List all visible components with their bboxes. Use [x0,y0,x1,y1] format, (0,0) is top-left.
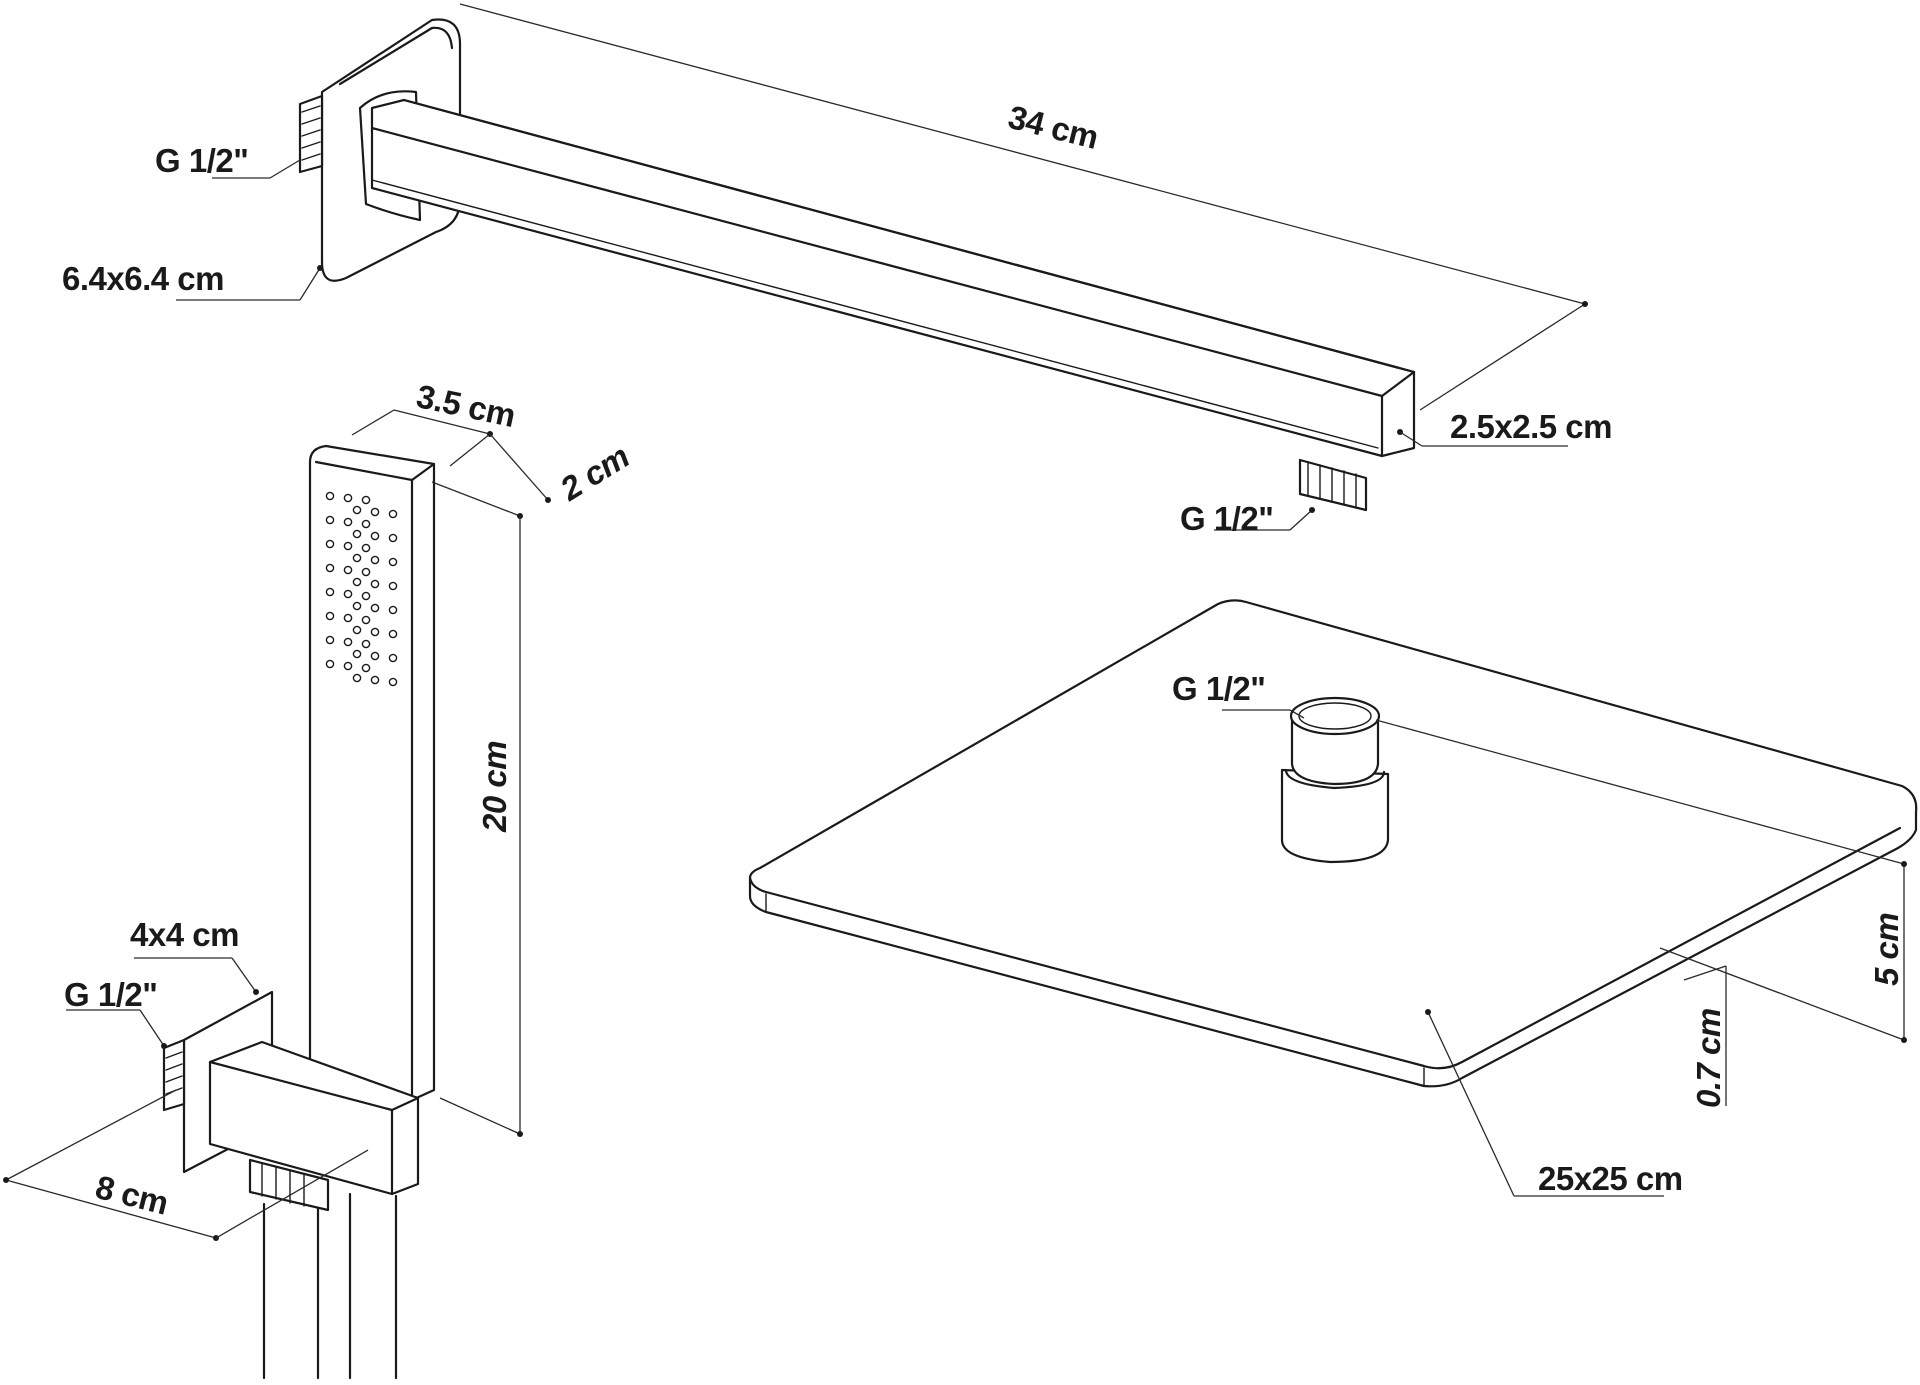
arm-dimensions [176,3,1588,531]
nozzle-dot [352,577,362,587]
nozzle-dot [361,639,371,649]
nozzle-dot [352,649,362,659]
nozzle-dot [388,509,398,519]
label-bracket-thread: G 1/2" [64,976,157,1013]
nozzle-dot [325,563,335,573]
label-wall-flange: 6.4x6.4 cm [62,260,224,297]
nozzle-dot [352,673,362,683]
bracket-body [208,1040,420,1196]
hose-left [262,1202,320,1380]
spray-nozzles [325,491,398,687]
nozzle-dot [352,529,362,539]
head-dimensions [1222,709,1907,1197]
nozzle-dot [325,659,335,669]
hand-shower [308,444,436,1102]
nozzle-dot [388,533,398,543]
nozzle-dot [343,661,353,671]
label-hand-width: 3.5 cm [413,377,518,434]
nozzle-dot [343,565,353,575]
nozzle-dot [370,651,380,661]
head-connector-thread [1290,716,1380,786]
head-connector-base [1280,768,1390,864]
nozzle-dot [325,587,335,597]
nozzle-dot [388,629,398,639]
label-arm-outlet-thread: G 1/2" [1180,500,1273,537]
nozzle-dot [370,675,380,685]
nozzle-dot [343,541,353,551]
nozzle-dot [361,663,371,673]
nozzle-dot [361,567,371,577]
nozzle-dot [343,517,353,527]
hose-right [348,1192,398,1380]
label-head-size: 25x25 cm [1538,1160,1683,1197]
nozzle-dot [370,579,380,589]
nozzle-dot [370,627,380,637]
nozzle-dot [325,491,335,501]
label-arm-section: 2.5x2.5 cm [1450,408,1612,445]
nozzle-dot [325,539,335,549]
arm-collar [358,90,422,222]
nozzle-dot [370,603,380,613]
wall-bracket [162,990,420,1380]
flange-edge [338,26,454,86]
arm-inlet-thread [298,94,324,174]
nozzle-dot [361,519,371,529]
arm-tube [370,98,1416,458]
label-arm-inlet-thread: G 1/2" [155,142,248,179]
nozzle-dot [352,505,362,515]
shower-head [748,599,1918,1088]
label-bracket-plate: 4x4 cm [130,916,239,953]
nozzle-dot [325,515,335,525]
nozzle-dot [370,531,380,541]
nozzle-dot [361,591,371,601]
nozzle-dot [388,653,398,663]
nozzle-dot [343,589,353,599]
label-head-thickness: 0.7 cm [1690,1008,1727,1108]
hand-shower-body [308,444,436,1102]
nozzle-dot [370,555,380,565]
nozzle-dot [343,637,353,647]
nozzle-dot [352,553,362,563]
label-head-height: 5 cm [1868,913,1905,986]
nozzle-dot [352,601,362,611]
label-bracket-length: 8 cm [92,1168,172,1222]
nozzle-dot [343,613,353,623]
nozzle-dot [361,495,371,505]
nozzle-dot [370,507,380,517]
hose-nut [248,1158,330,1212]
nozzle-dot [361,615,371,625]
hand-dimensions [3,409,551,1241]
bracket-thread [162,1038,186,1112]
label-hand-depth: 2 cm [553,437,636,508]
nozzle-dot [361,543,371,553]
nozzle-dot [352,625,362,635]
nozzle-dot [388,605,398,615]
nozzle-dot [325,635,335,645]
nozzle-dot [325,611,335,621]
nozzle-dot [388,677,398,687]
nozzle-dot [343,493,353,503]
head-inlet-opening [1289,696,1381,736]
nozzle-dot [388,557,398,567]
nozzle-dot [388,581,398,591]
shower-arm [298,18,1416,512]
label-arm-length: 34 cm [1005,98,1102,156]
label-head-inlet-thread: G 1/2" [1172,670,1265,707]
label-hand-length: 20 cm [476,741,513,833]
